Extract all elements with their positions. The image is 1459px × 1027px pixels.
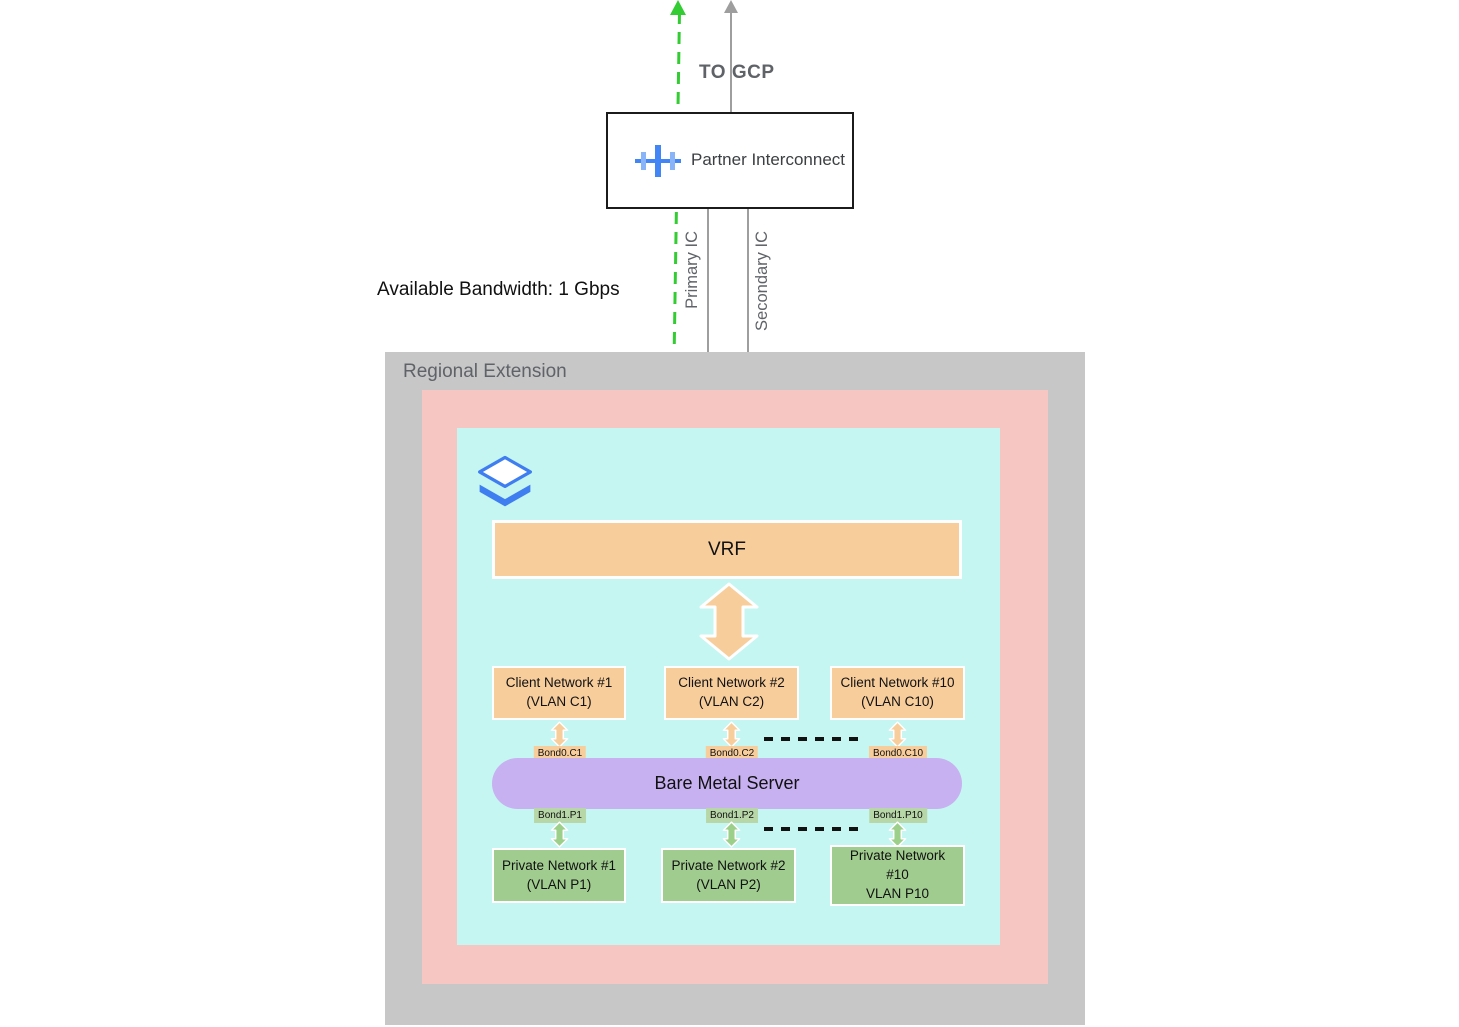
bond0-c1-chip: Bond0.C1 bbox=[533, 746, 587, 761]
bond0-c1-double-arrow-icon bbox=[550, 721, 569, 748]
client-ellipsis-dashes bbox=[764, 737, 862, 741]
client-network-1-vlan: (VLAN C1) bbox=[526, 694, 592, 709]
client-network-10-box: Client Network #10 (VLAN C10) bbox=[830, 666, 965, 720]
bond1-p2-double-arrow-icon bbox=[722, 821, 741, 848]
bare-metal-server: Bare Metal Server bbox=[492, 758, 962, 809]
to-gcp-line bbox=[730, 10, 732, 112]
regional-extension-label: Regional Extension bbox=[403, 361, 567, 382]
client-network-2-vlan: (VLAN C2) bbox=[698, 694, 765, 709]
bond0-c2-double-arrow-icon bbox=[722, 721, 741, 748]
partner-interconnect-box: Partner Interconnect bbox=[606, 112, 854, 209]
bond1-p1-chip: Bond1.P1 bbox=[534, 808, 586, 823]
private-network-10-name: Private Network #10 bbox=[849, 848, 946, 883]
client-network-10-name: Client Network #10 bbox=[840, 675, 955, 691]
layers-icon bbox=[478, 455, 532, 507]
client-network-10-vlan: (VLAN C10) bbox=[861, 694, 934, 709]
private-network-2-vlan: (VLAN P2) bbox=[696, 876, 761, 892]
bond0-c2-chip: Bond0.C2 bbox=[705, 746, 759, 761]
private-network-2-name: Private Network #2 bbox=[671, 857, 786, 873]
bond0-c10-double-arrow-icon bbox=[888, 721, 907, 748]
bandwidth-label: Available Bandwidth: 1 Gbps bbox=[377, 279, 620, 300]
partner-interconnect-label: Partner Interconnect bbox=[690, 150, 846, 170]
client-network-2-box: Client Network #2 (VLAN C2) bbox=[664, 666, 799, 720]
bond1-p10-double-arrow-icon bbox=[888, 821, 907, 848]
to-gcp-label: TO GCP bbox=[699, 62, 775, 83]
gray-up-arrowhead-icon bbox=[724, 0, 738, 13]
client-network-2-name: Client Network #2 bbox=[678, 675, 785, 691]
bond1-p1-double-arrow-icon bbox=[550, 821, 569, 848]
private-network-10-box: Private Network #10 VLAN P10 bbox=[830, 845, 965, 906]
private-network-1-name: Private Network #1 bbox=[501, 857, 617, 873]
private-network-2-box: Private Network #2 (VLAN P2) bbox=[661, 848, 796, 903]
bond0-c10-chip: Bond0.C10 bbox=[868, 746, 928, 761]
client-network-1-box: Client Network #1 (VLAN C1) bbox=[492, 666, 626, 720]
private-network-1-vlan: (VLAN P1) bbox=[526, 876, 592, 892]
primary-ic-label: Primary IC bbox=[683, 231, 701, 309]
private-network-10-vlan: VLAN P10 bbox=[865, 885, 930, 901]
client-network-1-name: Client Network #1 bbox=[505, 675, 613, 691]
green-up-arrowhead-icon bbox=[670, 0, 686, 15]
partner-interconnect-icon bbox=[635, 144, 681, 177]
bond1-p2-chip: Bond1.P2 bbox=[706, 808, 758, 823]
vrf-box: VRF bbox=[492, 520, 962, 579]
private-network-1-box: Private Network #1 (VLAN P1) bbox=[492, 848, 626, 903]
secondary-ic-label: Secondary IC bbox=[753, 231, 771, 331]
private-ellipsis-dashes bbox=[764, 827, 862, 831]
vrf-client-double-arrow-icon bbox=[699, 582, 759, 661]
bond1-p10-chip: Bond1.P10 bbox=[869, 808, 927, 823]
